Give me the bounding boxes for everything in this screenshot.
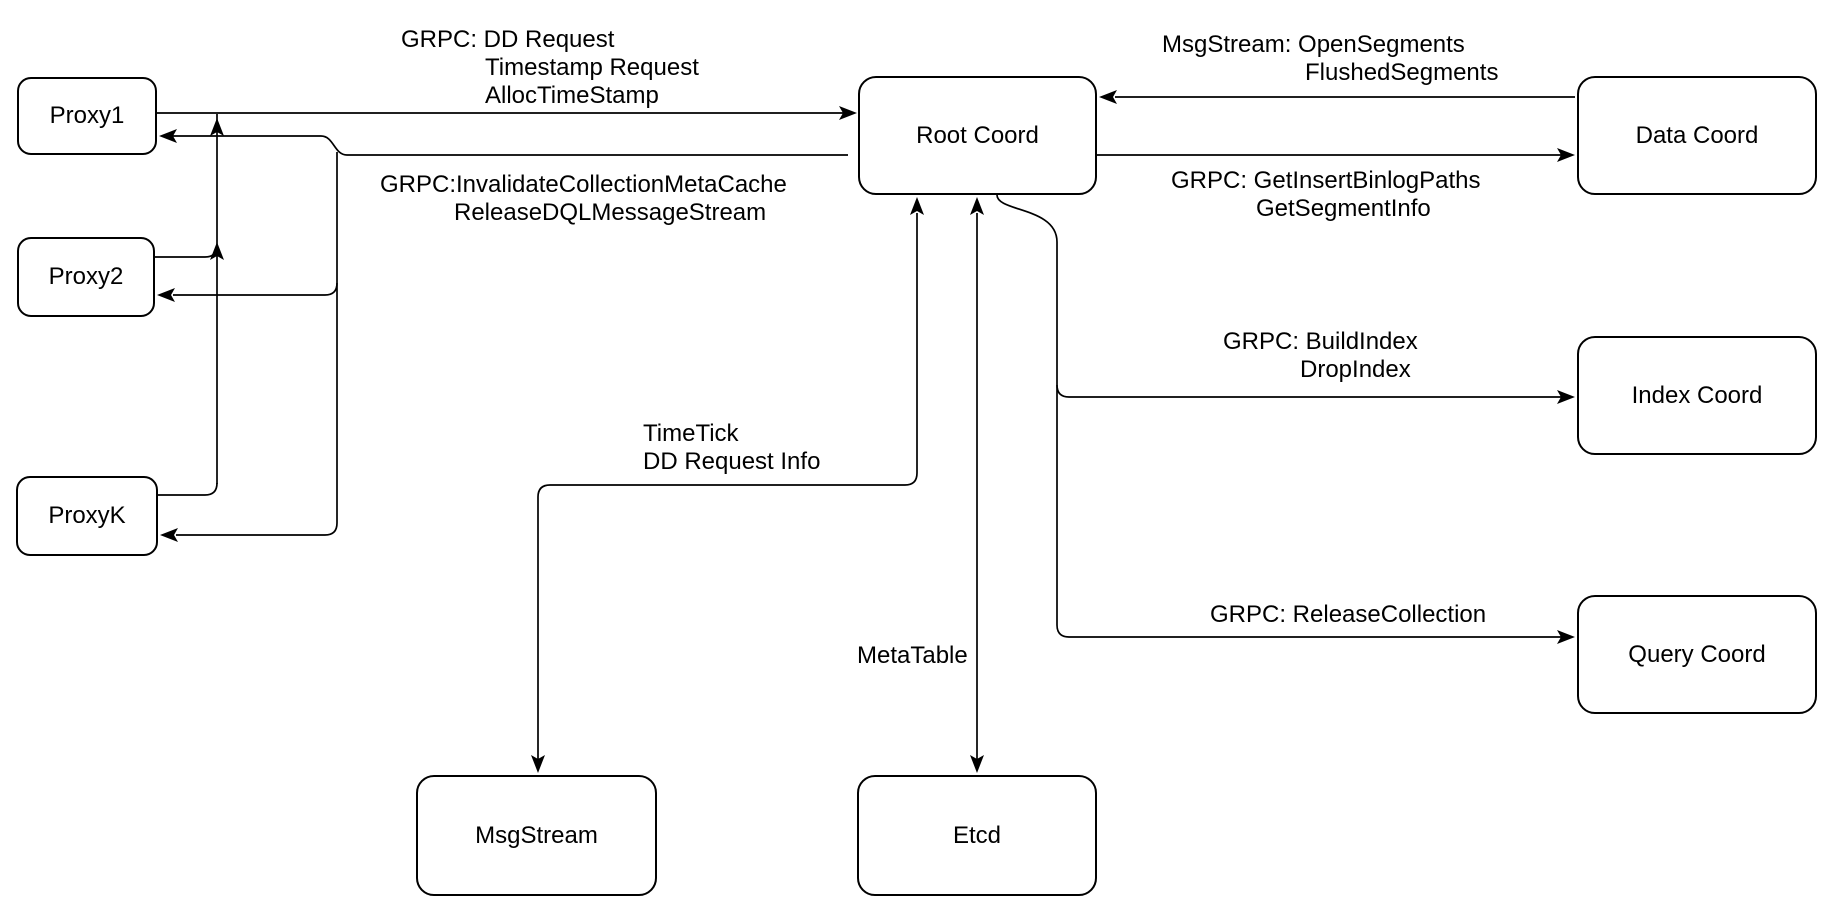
edge-label-line: AllocTimeStamp	[485, 82, 659, 109]
edge-label-line: GRPC:InvalidateCollectionMetaCache	[380, 171, 787, 198]
edge-label-line: FlushedSegments	[1305, 59, 1499, 86]
node-query-coord-label: Query Coord	[1628, 640, 1766, 668]
arrowhead-into-proxy2	[157, 288, 175, 302]
node-index-coord: Index Coord	[1577, 336, 1817, 455]
edge-label-line: TimeTick	[643, 420, 739, 447]
arrowhead-into-querycoord	[1557, 630, 1575, 644]
edge-label-rootcoord-to-indexcoord: GRPC: BuildIndex DropIndex	[1223, 328, 1418, 384]
arrowhead-into-proxy1	[159, 129, 177, 143]
node-query-coord: Query Coord	[1577, 595, 1817, 714]
arrowhead-into-proxyk	[160, 528, 178, 542]
arrowhead-bus-up-top	[210, 118, 224, 136]
edge-label-line: Timestamp Request	[485, 54, 699, 81]
edge-label-etcd-rootcoord: MetaTable	[857, 642, 968, 670]
edge-return-branch-proxy2	[173, 282, 338, 296]
edge-rootcoord-msgstream	[537, 213, 918, 759]
node-proxyk-label: ProxyK	[48, 502, 126, 529]
arrowhead-bus-up-mid	[210, 242, 224, 260]
arrowhead-into-datacoord	[1557, 148, 1575, 162]
edge-proxy2-feed	[155, 244, 218, 258]
edge-label-line: DD Request Info	[643, 448, 821, 475]
node-data-coord-label: Data Coord	[1635, 121, 1759, 149]
node-proxyk: ProxyK	[16, 476, 158, 556]
edge-label-line: GetSegmentInfo	[1256, 195, 1431, 222]
node-data-coord: Data Coord	[1577, 76, 1817, 195]
node-root-coord-label: Root Coord	[916, 121, 1039, 149]
node-proxy2-label: Proxy2	[48, 263, 124, 290]
node-index-coord-label: Index Coord	[1631, 381, 1763, 409]
arrowhead-etcd-into-rootcoord	[970, 197, 984, 215]
edge-label-rootcoord-to-querycoord: GRPC: ReleaseCollection	[1210, 601, 1486, 629]
edge-label-line: GRPC: ReleaseCollection	[1210, 601, 1487, 628]
edge-label-line: MsgStream: OpenSegments	[1162, 31, 1465, 58]
arrowhead-into-indexcoord	[1557, 390, 1575, 404]
edge-label-line: GRPC: GetInsertBinlogPaths	[1171, 167, 1481, 194]
node-msgstream-label: MsgStream	[475, 821, 598, 849]
node-proxy2: Proxy2	[17, 237, 155, 317]
arrowhead-into-rootcoord-right	[1099, 90, 1117, 104]
node-root-coord: Root Coord	[858, 76, 1097, 195]
edge-label-rootcoord-to-proxies: GRPC:InvalidateCollectionMetaCache Relea…	[380, 171, 787, 227]
node-proxy1: Proxy1	[17, 77, 157, 155]
edge-label-rootcoord-to-datacoord: GRPC: GetInsertBinlogPaths GetSegmentInf…	[1171, 167, 1480, 223]
edge-label-proxies-to-rootcoord: GRPC: DD Request Timestamp Request Alloc…	[401, 26, 699, 110]
edge-proxyk-feed	[158, 482, 218, 496]
edge-label-datacoord-to-rootcoord: MsgStream: OpenSegments FlushedSegments	[1162, 31, 1498, 87]
arrowhead-into-etcd	[970, 755, 984, 773]
edge-label-line: DropIndex	[1300, 356, 1411, 383]
edge-label-line: GRPC: DD Request	[401, 26, 615, 53]
arrowhead-into-rootcoord-left	[839, 106, 857, 120]
arrowhead-into-msgstream	[531, 755, 545, 773]
edge-label-line: GRPC: BuildIndex	[1223, 328, 1418, 355]
edge-rootcoord-to-indexcoord	[1056, 384, 1561, 398]
edge-rootcoord-to-proxy1	[173, 135, 848, 156]
node-etcd-label: Etcd	[952, 821, 1002, 849]
edge-label-line: ReleaseDQLMessageStream	[454, 199, 767, 226]
edge-rootcoord-to-querycoord	[996, 194, 1561, 638]
node-etcd: Etcd	[857, 775, 1097, 896]
edge-label-line: MetaTable	[857, 642, 968, 669]
arrowhead-msgstream-into-rootcoord	[910, 197, 924, 215]
node-proxy1-label: Proxy1	[49, 102, 125, 129]
edge-label-msgstream-rootcoord: TimeTick DD Request Info	[643, 420, 820, 476]
edge-return-bus-down	[176, 152, 338, 536]
node-msgstream: MsgStream	[416, 775, 657, 896]
